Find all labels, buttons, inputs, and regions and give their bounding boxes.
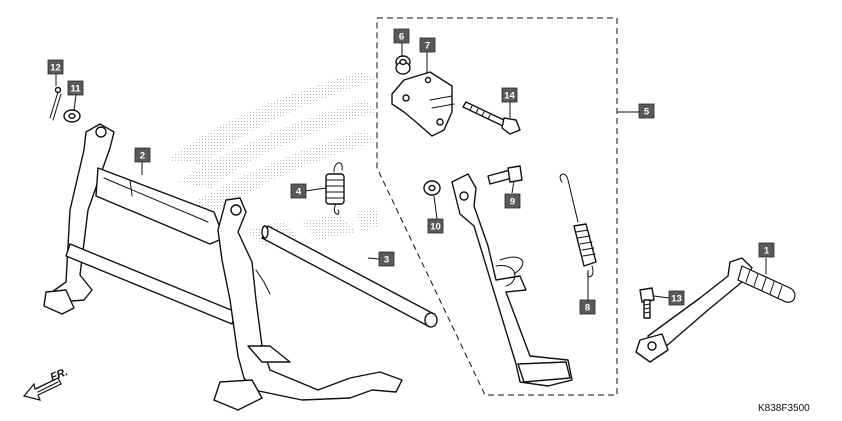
callout-6-label: 6 xyxy=(399,32,404,43)
callout-11: 11 xyxy=(67,80,84,96)
callout-13-label: 13 xyxy=(671,294,682,305)
callout-7-label: 7 xyxy=(425,41,430,52)
callout-9: 9 xyxy=(504,193,521,209)
callout-11-label: 11 xyxy=(70,84,81,95)
callout-8: 8 xyxy=(579,299,596,315)
callout-6: 6 xyxy=(393,28,410,44)
leader-lines xyxy=(55,43,767,300)
callout-5-label: 5 xyxy=(644,107,650,118)
front-direction-label: FR. xyxy=(49,366,70,384)
diagram-code: K838F3500 xyxy=(758,403,810,414)
bolt-14 xyxy=(462,101,521,135)
side-stand-group-outline xyxy=(376,17,618,396)
callout-4-label: 4 xyxy=(296,187,302,198)
main-stand xyxy=(43,123,403,411)
callout-3: 3 xyxy=(378,251,395,267)
callout-3-label: 3 xyxy=(384,255,389,266)
gearshift-pedal xyxy=(635,257,796,363)
callout-1: 1 xyxy=(758,242,775,258)
cotter-pin xyxy=(49,86,62,121)
callout-7: 7 xyxy=(419,37,436,53)
callout-10: 10 xyxy=(427,218,444,234)
callout-2: 2 xyxy=(134,147,151,163)
side-stand-spring xyxy=(559,173,597,278)
front-direction-arrow: FR. xyxy=(22,366,70,401)
callout-9-label: 9 xyxy=(510,197,515,208)
collar xyxy=(395,55,411,75)
honda-wing-watermark xyxy=(168,72,380,246)
main-stand-spring xyxy=(325,162,345,215)
callout-10-label: 10 xyxy=(430,222,441,233)
stand-pivot-shaft xyxy=(261,225,438,328)
callout-14: 14 xyxy=(501,87,518,103)
callout-1-label: 1 xyxy=(764,246,770,257)
callout-14-label: 14 xyxy=(504,91,515,102)
callout-13: 13 xyxy=(668,290,685,306)
bolt-9 xyxy=(487,165,523,185)
callout-4: 4 xyxy=(290,183,307,199)
callout-12-label: 12 xyxy=(50,63,61,74)
callout-2-label: 2 xyxy=(140,151,145,162)
callout-8-label: 8 xyxy=(585,303,590,314)
collar-10 xyxy=(423,180,441,196)
callout-5: 5 xyxy=(638,103,655,119)
side-stand-bracket xyxy=(391,71,455,137)
side-stand xyxy=(451,173,573,387)
washer xyxy=(63,109,81,123)
callout-12: 12 xyxy=(47,59,64,75)
bolt-13 xyxy=(639,287,655,319)
